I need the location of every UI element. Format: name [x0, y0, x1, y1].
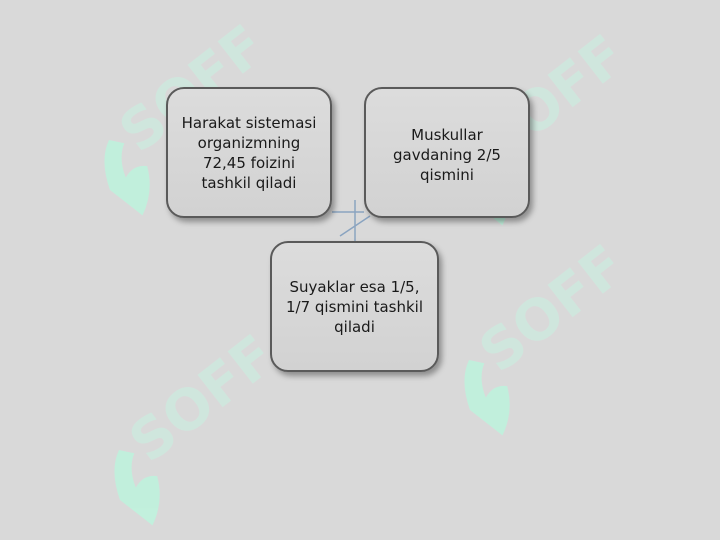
- node-suyaklar[interactable]: Suyaklar esa 1/5, 1/7 qismini tashkil qi…: [270, 241, 439, 372]
- node-harakat-sistemasi[interactable]: Harakat sistemasi organizmning 72,45 foi…: [166, 87, 332, 218]
- connector-branch: [339, 215, 371, 237]
- node-text: Suyaklar esa 1/5, 1/7 qismini tashkil qi…: [285, 277, 424, 336]
- node-text: Muskullar gavdaning 2/5 qismini: [393, 126, 501, 184]
- node-text: Harakat sistemasi organizmning 72,45 foi…: [181, 113, 317, 192]
- node-muskullar[interactable]: Muskullar gavdaning 2/5 qismini: [364, 87, 530, 218]
